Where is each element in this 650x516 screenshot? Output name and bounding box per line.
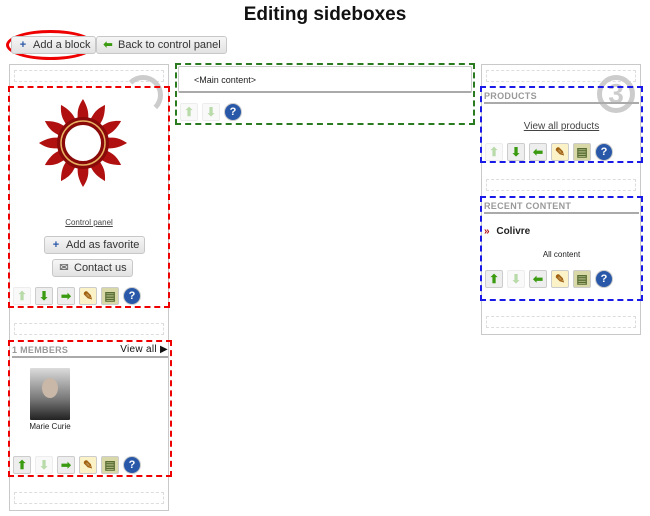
archive-icon[interactable]: ▤	[573, 270, 591, 288]
edit-icon[interactable]: ✎	[79, 456, 97, 474]
block-actions: ⬆ ⬇ ➡ ✎ ▤ ?	[13, 287, 141, 305]
products-header: PRODUCTS	[484, 91, 639, 104]
members-block[interactable]: 1 MEMBERS View all ▶ Marie Curie ⬆ ⬇ ➡ ✎…	[8, 340, 172, 477]
page-title: Editing sideboxes	[243, 4, 407, 25]
archive-icon[interactable]: ▤	[573, 143, 591, 161]
column-number-badge	[123, 75, 163, 115]
drop-zone[interactable]	[486, 70, 636, 82]
add-favorite-button[interactable]: + Add as favorite	[44, 236, 146, 254]
archive-icon[interactable]: ▤	[101, 287, 119, 305]
add-block-button[interactable]: + Add a block	[11, 36, 97, 54]
plus-icon: +	[52, 239, 60, 251]
mail-icon: ✉	[59, 262, 69, 274]
block-actions: ⬆ ⬇ ⬅ ✎ ▤ ?	[485, 143, 613, 161]
block-actions: ⬆ ⬇ ➡ ✎ ▤ ?	[13, 456, 141, 474]
recent-item[interactable]: » Colivre	[484, 226, 530, 237]
move-up-icon[interactable]: ⬆	[13, 456, 31, 474]
plus-icon: +	[19, 39, 27, 51]
play-icon: ▶	[160, 344, 168, 355]
drop-zone[interactable]	[486, 316, 636, 328]
help-icon[interactable]: ?	[595, 143, 613, 161]
members-title: MEMBERS	[20, 345, 69, 355]
back-label: Back to control panel	[118, 39, 221, 51]
drop-zone[interactable]	[486, 179, 636, 191]
block-actions: ⬆ ⬇ ?	[180, 103, 242, 121]
move-up-icon[interactable]: ⬆	[485, 270, 503, 288]
help-icon[interactable]: ?	[595, 270, 613, 288]
move-up-icon: ⬆	[485, 143, 503, 161]
edit-icon[interactable]: ✎	[79, 287, 97, 305]
help-icon[interactable]: ?	[224, 103, 242, 121]
move-up-icon: ⬆	[180, 103, 198, 121]
drop-zone[interactable]	[14, 70, 164, 82]
back-arrow-icon: ⬅	[103, 39, 113, 51]
move-left-icon[interactable]: ⬅	[529, 143, 547, 161]
add-block-label: Add a block	[33, 39, 91, 51]
archive-icon[interactable]: ▤	[101, 456, 119, 474]
all-content-link[interactable]: All content	[542, 250, 581, 259]
block-actions: ⬆ ⬇ ⬅ ✎ ▤ ?	[485, 270, 613, 288]
member-name[interactable]: Marie Curie	[29, 422, 71, 431]
profile-block[interactable]: Control panel + Add as favorite ✉ Contact …	[8, 86, 170, 308]
contact-us-button[interactable]: ✉ Contact us	[52, 259, 133, 277]
main-content-box: <Main content>	[178, 66, 472, 93]
recent-item-label: Colivre	[496, 226, 531, 237]
move-down-icon: ⬇	[202, 103, 220, 121]
edit-icon[interactable]: ✎	[551, 143, 569, 161]
move-down-icon[interactable]: ⬇	[507, 143, 525, 161]
products-block[interactable]: PRODUCTS View all products ⬆ ⬇ ⬅ ✎ ▤ ?	[480, 86, 643, 163]
help-icon[interactable]: ?	[123, 287, 141, 305]
move-down-icon[interactable]: ⬇	[35, 287, 53, 305]
edit-icon[interactable]: ✎	[551, 270, 569, 288]
drop-zone[interactable]	[14, 323, 164, 335]
move-right-icon[interactable]: ➡	[57, 456, 75, 474]
control-panel-link[interactable]: Control panel	[65, 218, 113, 227]
drop-zone[interactable]	[14, 492, 164, 504]
move-left-icon[interactable]: ⬅	[529, 270, 547, 288]
member-count: 1	[12, 345, 18, 355]
add-favorite-label: Add as favorite	[66, 239, 140, 251]
recent-content-block[interactable]: RECENT CONTENT » Colivre All content ⬆ ⬇…	[480, 196, 643, 301]
sun-logo	[39, 99, 127, 187]
move-down-icon: ⬇	[35, 456, 53, 474]
member-avatar[interactable]	[30, 368, 70, 420]
members-header: 1 MEMBERS View all ▶	[12, 344, 168, 358]
view-all-products-link[interactable]: View all products	[523, 121, 600, 132]
move-up-icon: ⬆	[13, 287, 31, 305]
recent-content-header: RECENT CONTENT	[484, 201, 639, 214]
move-right-icon[interactable]: ➡	[57, 287, 75, 305]
contact-label: Contact us	[74, 262, 127, 274]
main-content-block[interactable]: <Main content> ⬆ ⬇ ?	[175, 63, 475, 125]
view-all-link[interactable]: View all ▶	[120, 344, 168, 355]
move-down-icon: ⬇	[507, 270, 525, 288]
chevron-icon: »	[484, 226, 490, 237]
help-icon[interactable]: ?	[123, 456, 141, 474]
back-to-control-panel-button[interactable]: ⬅ Back to control panel	[96, 36, 227, 54]
right-column: 3	[481, 64, 641, 335]
main-content-label: <Main content>	[194, 75, 257, 85]
